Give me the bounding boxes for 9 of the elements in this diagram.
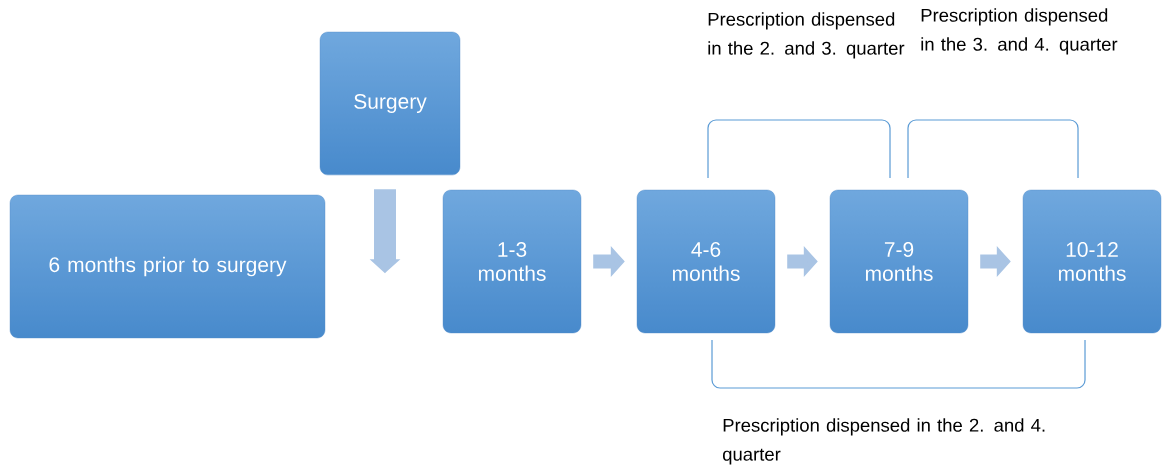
process-box: 4-6 months bbox=[636, 189, 776, 334]
process-box: 6 months prior to surgery bbox=[9, 194, 326, 339]
note-text: Prescription dispensed in the 2. and 3. quarter bbox=[708, 12, 905, 59]
process-box: 7-9 months bbox=[829, 189, 969, 334]
process-box: 1-3 months bbox=[442, 189, 582, 334]
note-text: Prescription dispensed in the 3. and 4. quarter bbox=[921, 8, 1118, 55]
note-text: Prescription dispensed in the 2. and 4. quarter bbox=[723, 418, 1045, 465]
process-box: Surgery bbox=[319, 31, 461, 176]
process-box: 10-12 months bbox=[1022, 189, 1162, 334]
